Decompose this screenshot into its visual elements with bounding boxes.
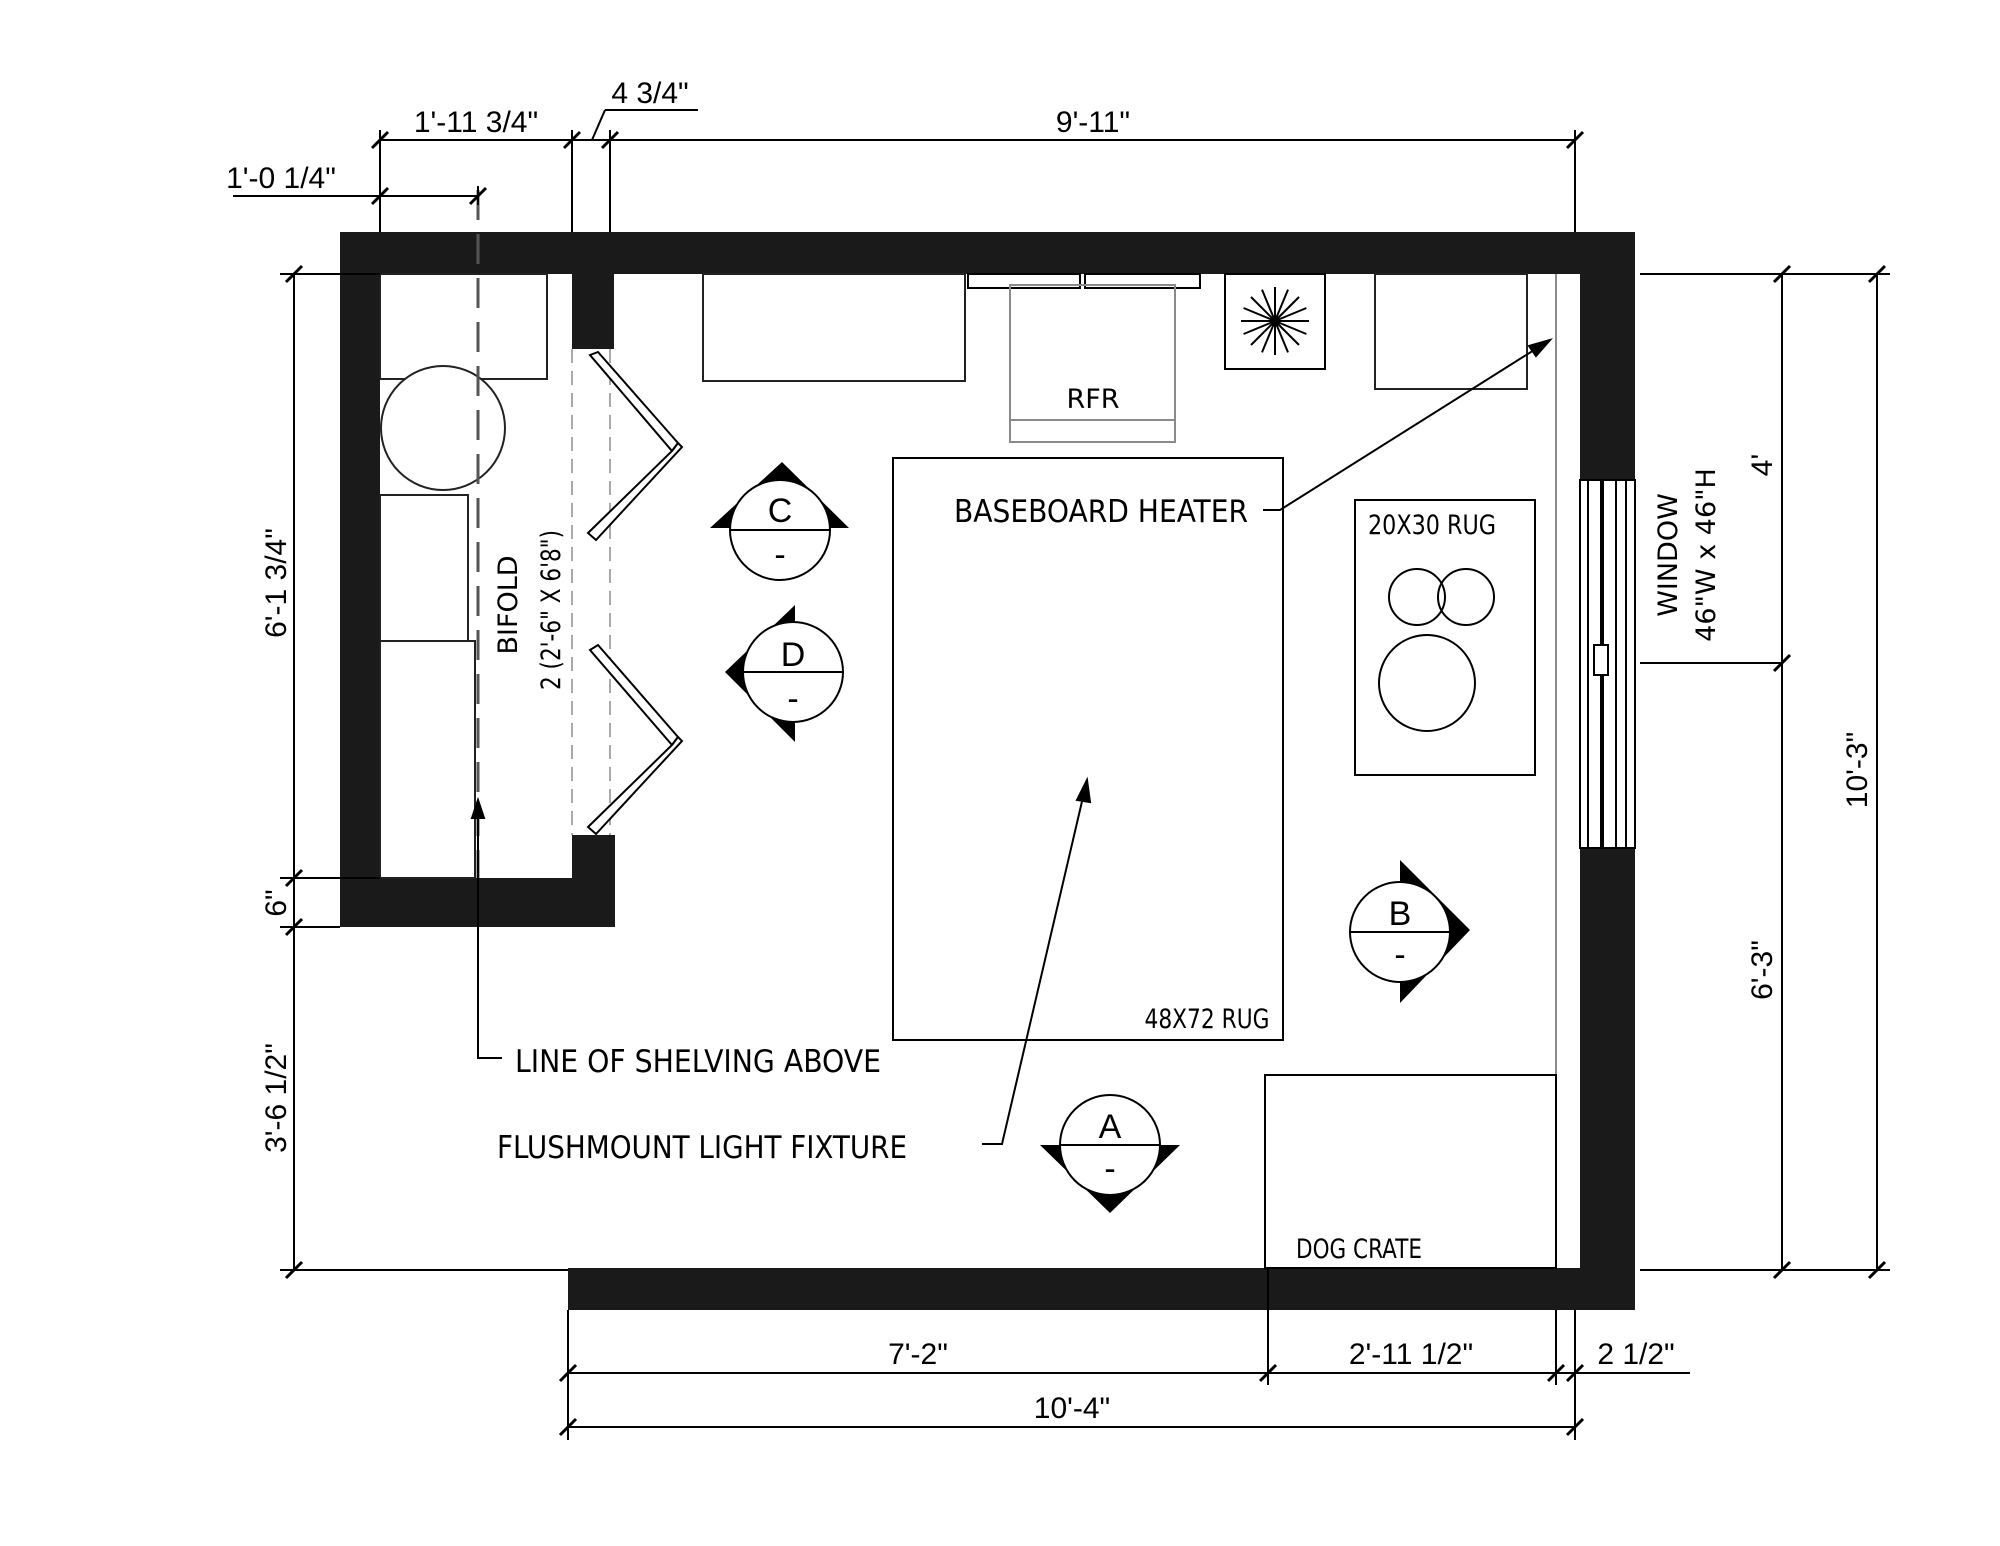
furniture xyxy=(702,273,1557,1269)
label-rug-small: 20X30 RUG xyxy=(1368,510,1496,541)
dim-bottom-left: 7'-2" xyxy=(888,1338,948,1371)
marker-d: D - xyxy=(725,605,844,742)
dim-right-total: 10'-3" xyxy=(1841,732,1874,808)
right-wall-upper xyxy=(1580,232,1635,480)
closet-box-middle xyxy=(379,494,469,642)
right-wall-lower xyxy=(1580,848,1635,1310)
fan-ray xyxy=(1274,320,1300,346)
label-bifold-title: BIFOLD xyxy=(493,555,524,654)
label-bifold-size: 2 (2'-6" X 6'8") xyxy=(536,530,567,690)
closet-pier-upper xyxy=(572,232,614,349)
window xyxy=(1555,274,1636,1268)
fan-ray xyxy=(1243,307,1276,322)
label-light-fixture: FLUSHMOUNT LIGHT FIXTURE xyxy=(497,1130,907,1166)
fan-ray xyxy=(1243,320,1276,335)
fan-ray xyxy=(1274,307,1307,322)
marker-b-letter: B xyxy=(1389,895,1412,933)
fan-ray xyxy=(1261,289,1276,322)
closet-box-lower xyxy=(379,640,476,879)
marker-a: A - xyxy=(1040,1094,1180,1213)
fan-ray xyxy=(1274,289,1289,322)
refrigerator xyxy=(1009,284,1176,443)
dim-top-small: 4 3/4" xyxy=(611,77,688,110)
label-baseboard-heater: BASEBOARD HEATER xyxy=(954,494,1248,530)
fan-ray xyxy=(1250,320,1276,346)
small-rug xyxy=(1354,499,1536,776)
bifold-doors xyxy=(586,350,684,836)
cabinet-shelf-3 xyxy=(967,273,1081,289)
dim-bottom-total: 10'-4" xyxy=(1034,1392,1110,1425)
dim-top-closet: 1'-11 3/4" xyxy=(414,106,538,139)
marker-a-sub: - xyxy=(1104,1150,1115,1188)
closet xyxy=(379,190,611,879)
label-rug-large: 48X72 RUG xyxy=(1145,1004,1270,1035)
dim-left-lower: 3'-6 1/2" xyxy=(260,1043,293,1153)
marker-d-sub: - xyxy=(787,680,798,718)
marker-c: C - xyxy=(710,462,849,581)
marker-b: B - xyxy=(1349,860,1470,1003)
closet-pier-lower xyxy=(572,835,615,927)
walls xyxy=(340,232,1635,1310)
label-window-title: WINDOW xyxy=(1653,493,1684,617)
label-dog-crate: DOG CRATE xyxy=(1296,1234,1422,1265)
fan-unit xyxy=(1224,273,1326,370)
sofa-unit xyxy=(702,273,966,382)
marker-c-sub: - xyxy=(774,536,785,574)
dim-right-lower: 6'-3" xyxy=(1746,940,1779,1000)
marker-a-letter: A xyxy=(1099,1108,1122,1146)
label-rfr: RFR xyxy=(1066,384,1119,415)
closet-round-bin xyxy=(380,365,506,491)
top-wall xyxy=(340,232,1635,274)
dim-top-wide: 9'-11" xyxy=(1056,106,1130,139)
label-shelving: LINE OF SHELVING ABOVE xyxy=(515,1044,881,1080)
fan-ray xyxy=(1274,320,1307,335)
cabinet-shelf-4 xyxy=(1084,273,1201,289)
fan-ray xyxy=(1274,296,1300,322)
dim-left-upper: 6'-1 3/4" xyxy=(260,528,293,638)
dim-right-upper: 4' xyxy=(1746,454,1779,476)
fan-ray xyxy=(1274,320,1289,353)
closet-cabinet xyxy=(379,273,548,380)
fan-ray xyxy=(1261,320,1276,353)
large-rug xyxy=(892,457,1284,1041)
dim-left-six: 6" xyxy=(260,889,293,916)
dim-bottom-right: 2 1/2" xyxy=(1597,1338,1674,1371)
side-cabinet xyxy=(1374,273,1528,390)
dim-bottom-mid: 2'-11 1/2" xyxy=(1349,1338,1473,1371)
marker-c-letter: C xyxy=(768,492,793,530)
dim-top-half: 1'-0 1/4" xyxy=(226,162,336,195)
dimension-lines xyxy=(233,109,1890,1440)
dimension-ticks xyxy=(284,130,1887,1437)
dog-crate-box xyxy=(1264,1074,1557,1269)
marker-b-sub: - xyxy=(1394,936,1405,974)
left-closet-wall xyxy=(340,232,380,927)
label-window-size: 46"W x 46"H xyxy=(1691,468,1722,642)
marker-d-letter: D xyxy=(781,636,806,674)
bottom-wall xyxy=(568,1268,1635,1310)
fan-ray xyxy=(1250,296,1276,322)
